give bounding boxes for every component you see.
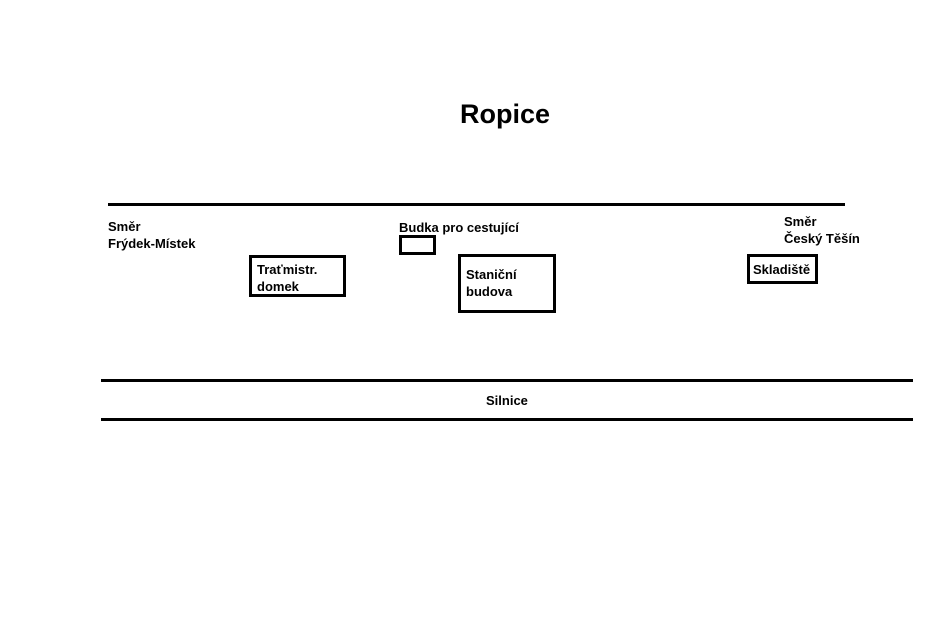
track-house-line1: Traťmistr.	[257, 262, 318, 277]
station-building-box	[458, 254, 556, 313]
diagram-title: Ropice	[459, 99, 551, 129]
station-building-line2: budova	[466, 284, 513, 299]
road-bottom-edge	[101, 418, 913, 421]
track-house-line2: domek	[257, 279, 299, 294]
station-building-label: Staniční budova	[466, 266, 517, 300]
shelter-label: Budka pro cestující	[399, 220, 519, 235]
direction-right-line1: Směr	[784, 214, 817, 229]
road-top-edge	[101, 379, 913, 382]
direction-left-line1: Směr	[108, 219, 141, 234]
warehouse-label: Skladiště	[753, 262, 811, 277]
warehouse-box	[747, 254, 818, 284]
track-house-label: Traťmistr. domek	[257, 261, 317, 295]
direction-left-line2: Frýdek-Místek	[108, 236, 196, 251]
direction-right-line2: Český Těšín	[784, 231, 860, 246]
direction-left-label: Směr Frýdek-Místek	[108, 218, 195, 252]
track-house-box	[249, 255, 346, 297]
direction-right-label: Směr Český Těšín	[784, 213, 860, 247]
station-building-line1: Staniční	[466, 267, 517, 282]
railway-track	[108, 203, 845, 206]
road-label: Silnice	[486, 393, 528, 408]
shelter-box	[399, 235, 436, 255]
